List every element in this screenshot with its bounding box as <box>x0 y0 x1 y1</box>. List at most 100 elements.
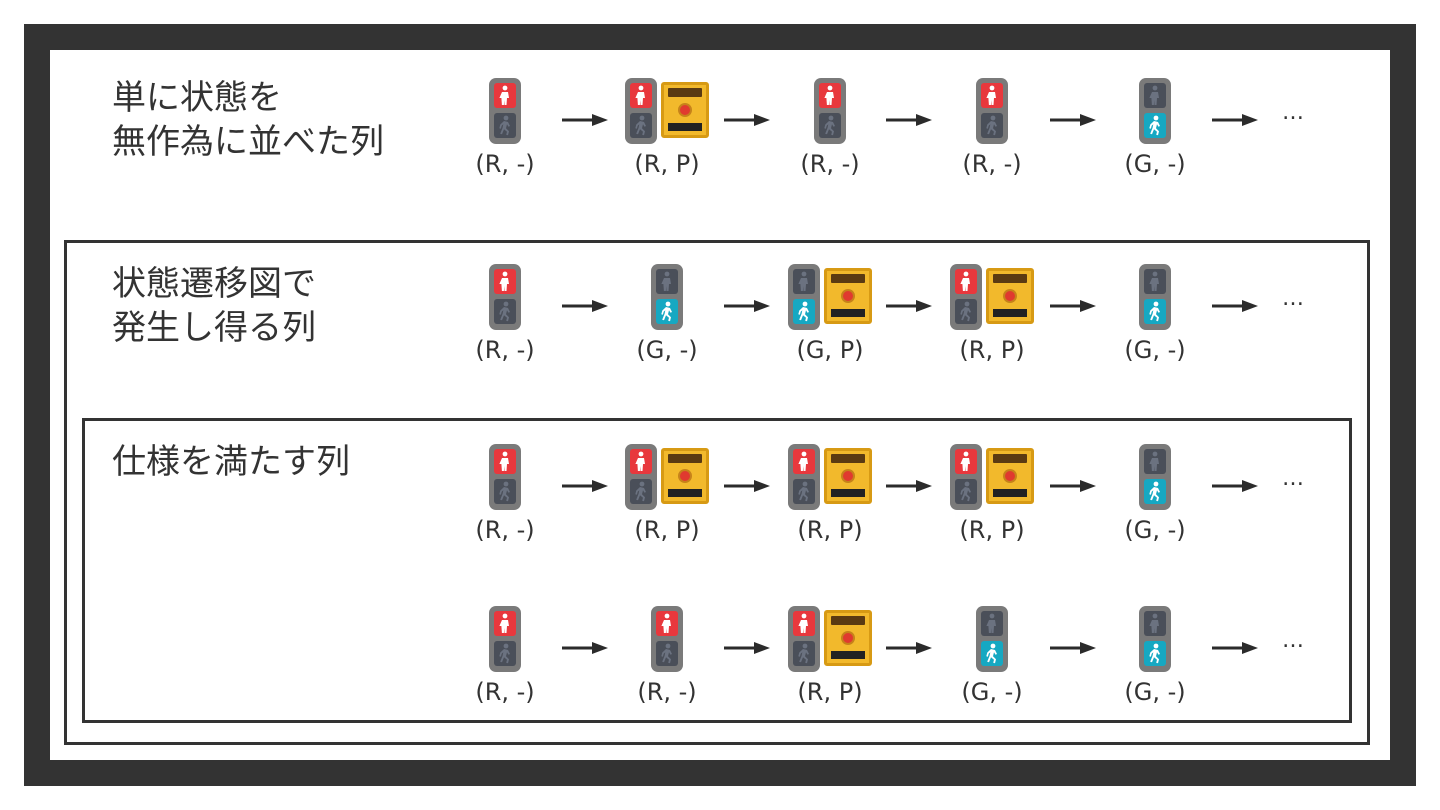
pedestrian-signal-icon <box>1139 444 1171 510</box>
continuation-ellipsis: … <box>1282 628 1304 653</box>
spec-sequences-box <box>82 418 1352 723</box>
state-node: (G, -) <box>1095 264 1215 374</box>
pedestrian-signal-icon <box>489 78 521 144</box>
transition-arrow-icon <box>886 298 932 312</box>
pedestrian-signal-icon <box>625 444 657 510</box>
continuation-ellipsis: … <box>1282 466 1304 491</box>
state-label: (G, -) <box>636 336 698 364</box>
state-node: (R, P) <box>770 606 890 716</box>
push-button-box-icon <box>661 82 709 138</box>
state-label: (R, -) <box>475 678 535 706</box>
pedestrian-signal-icon <box>489 444 521 510</box>
state-node: (R, -) <box>932 78 1052 188</box>
transition-arrow-icon <box>1050 112 1096 126</box>
state-node: (G, P) <box>770 264 890 374</box>
pedestrian-signal-icon <box>788 264 820 330</box>
state-label: (R, P) <box>634 150 700 178</box>
state-label: (G, -) <box>1124 150 1186 178</box>
transition-arrow-icon <box>562 640 608 654</box>
pedestrian-signal-icon <box>651 264 683 330</box>
section-title-reachable: 状態遷移図で 発生し得る列 <box>112 264 316 348</box>
state-label: (R, P) <box>959 516 1025 544</box>
state-label: (R, -) <box>800 150 860 178</box>
transition-arrow-icon <box>1212 640 1258 654</box>
transition-arrow-icon <box>724 640 770 654</box>
transition-arrow-icon <box>886 478 932 492</box>
transition-arrow-icon <box>1212 112 1258 126</box>
section-title-random: 単に状態を 無作為に並べた列 <box>112 78 384 162</box>
pedestrian-signal-icon <box>788 606 820 672</box>
state-node: (G, -) <box>607 264 727 374</box>
state-node: (R, -) <box>445 264 565 374</box>
pedestrian-signal-icon <box>1139 606 1171 672</box>
push-button-box-icon <box>824 610 872 666</box>
state-node: (R, -) <box>445 444 565 554</box>
state-label: (R, -) <box>962 150 1022 178</box>
state-node: (R, P) <box>607 444 727 554</box>
state-label: (R, P) <box>797 516 863 544</box>
push-button-box-icon <box>824 448 872 504</box>
transition-arrow-icon <box>724 112 770 126</box>
state-node: (R, P) <box>607 78 727 188</box>
state-label: (G, -) <box>961 678 1023 706</box>
state-label: (R, -) <box>637 678 697 706</box>
state-node: (G, -) <box>1095 444 1215 554</box>
transition-arrow-icon <box>1212 298 1258 312</box>
state-node: (R, -) <box>445 78 565 188</box>
transition-arrow-icon <box>562 112 608 126</box>
transition-arrow-icon <box>562 298 608 312</box>
transition-arrow-icon <box>724 478 770 492</box>
state-label: (R, -) <box>475 150 535 178</box>
pedestrian-signal-icon <box>1139 264 1171 330</box>
transition-arrow-icon <box>724 298 770 312</box>
transition-arrow-icon <box>1050 640 1096 654</box>
state-node: (R, -) <box>770 78 890 188</box>
pedestrian-signal-icon <box>976 78 1008 144</box>
push-button-box-icon <box>986 448 1034 504</box>
section-title-spec: 仕様を満たす列 <box>112 442 350 482</box>
transition-arrow-icon <box>886 640 932 654</box>
sequence-row: (R, -) (R, P) (R, P) (R, P) (G, -) … <box>0 444 1440 554</box>
pedestrian-signal-icon <box>950 444 982 510</box>
reachable-sequences-box <box>64 240 1370 745</box>
state-label: (G, -) <box>1124 336 1186 364</box>
continuation-ellipsis: … <box>1282 100 1304 125</box>
pedestrian-signal-icon <box>788 444 820 510</box>
push-button-box-icon <box>661 448 709 504</box>
transition-arrow-icon <box>562 478 608 492</box>
pedestrian-signal-icon <box>625 78 657 144</box>
pedestrian-signal-icon <box>976 606 1008 672</box>
state-node: (G, -) <box>1095 78 1215 188</box>
state-label: (G, -) <box>1124 516 1186 544</box>
state-node: (R, P) <box>932 444 1052 554</box>
sequence-row: (R, -) (R, P) (R, -) (R, -) (G, -) … <box>0 78 1440 188</box>
pedestrian-signal-icon <box>950 264 982 330</box>
sequence-row: (R, -) (R, -) (R, P) (G, -) (G, -) … <box>0 606 1440 716</box>
state-node: (G, -) <box>1095 606 1215 716</box>
state-node: (R, -) <box>445 606 565 716</box>
pedestrian-signal-icon <box>651 606 683 672</box>
pedestrian-signal-icon <box>814 78 846 144</box>
state-label: (R, -) <box>475 336 535 364</box>
transition-arrow-icon <box>1050 478 1096 492</box>
push-button-box-icon <box>986 268 1034 324</box>
state-node: (R, -) <box>607 606 727 716</box>
pedestrian-signal-icon <box>489 606 521 672</box>
state-label: (R, P) <box>634 516 700 544</box>
pedestrian-signal-icon <box>489 264 521 330</box>
state-label: (R, -) <box>475 516 535 544</box>
outer-border <box>24 24 1416 786</box>
continuation-ellipsis: … <box>1282 286 1304 311</box>
transition-arrow-icon <box>886 112 932 126</box>
state-label: (R, P) <box>959 336 1025 364</box>
state-node: (R, P) <box>770 444 890 554</box>
push-button-box-icon <box>824 268 872 324</box>
pedestrian-signal-icon <box>1139 78 1171 144</box>
state-label: (G, -) <box>1124 678 1186 706</box>
state-node: (G, -) <box>932 606 1052 716</box>
state-node: (R, P) <box>932 264 1052 374</box>
state-label: (G, P) <box>796 336 864 364</box>
transition-arrow-icon <box>1212 478 1258 492</box>
transition-arrow-icon <box>1050 298 1096 312</box>
